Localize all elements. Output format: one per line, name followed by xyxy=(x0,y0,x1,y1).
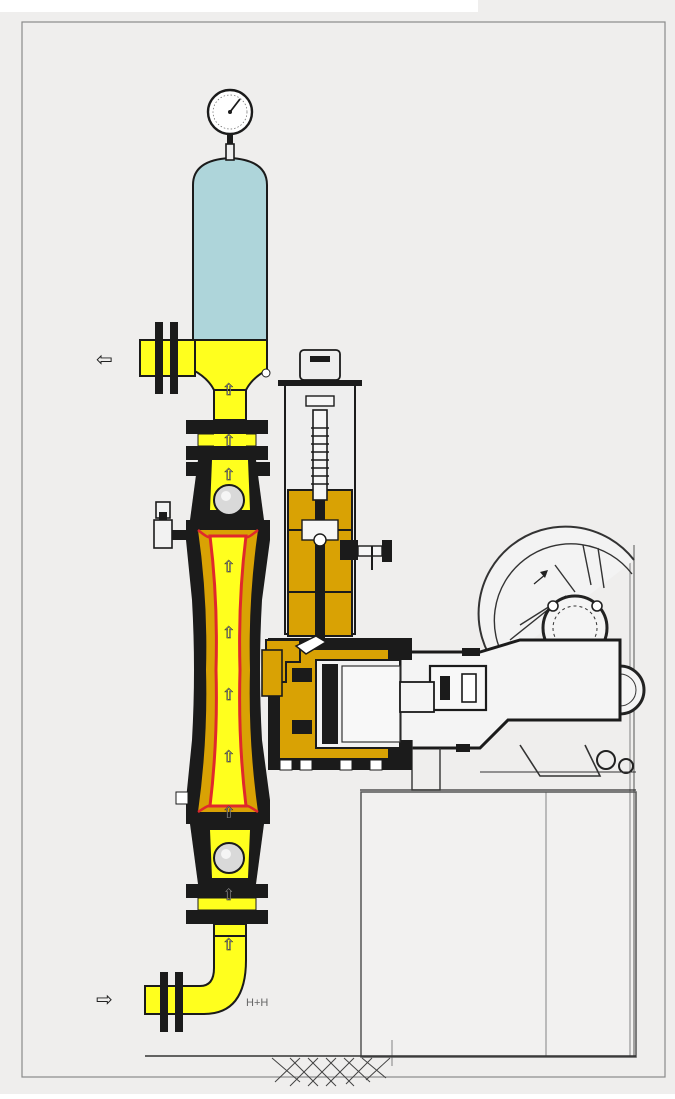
lower-valve-block xyxy=(186,824,268,939)
flow-arrow: ⇧ xyxy=(222,433,235,450)
flow-arrow: ⇧ xyxy=(222,467,235,484)
flow-arrow: ⇧ xyxy=(222,559,235,576)
outlet-arrow: ⇦ xyxy=(96,349,113,371)
flow-arrow: ⇧ xyxy=(222,687,235,704)
piston-cylinder xyxy=(268,638,435,771)
ground-hatching xyxy=(271,1057,391,1087)
pulsation-dampener xyxy=(192,143,271,391)
top-white-strip xyxy=(0,0,478,12)
vent-valve xyxy=(153,501,186,549)
crosshead-housing xyxy=(360,638,636,791)
weld-mark: H+H xyxy=(246,997,268,1009)
machine-base xyxy=(145,545,637,1066)
oil-reservoir xyxy=(265,349,392,683)
pressure-gauge xyxy=(206,88,254,144)
inlet-arrow: ⇨ xyxy=(96,989,113,1011)
diaphragm-housing xyxy=(175,520,283,824)
flow-arrow: ⇧ xyxy=(222,937,235,954)
flow-arrow: ⇧ xyxy=(222,749,235,766)
inlet-connection: ⇨ H+H xyxy=(96,935,268,1032)
flow-arrow: ⇧ xyxy=(222,887,235,904)
drawing-frame xyxy=(21,21,666,1078)
upper-valve-block xyxy=(186,389,270,520)
flow-arrow: ⇧ xyxy=(222,382,235,399)
flow-arrows: ⇧ ⇧ ⇧ ⇧ ⇧ ⇧ ⇧ ⇧ ⇧ ⇧ xyxy=(222,382,236,955)
flow-arrow: ⇧ xyxy=(222,805,235,822)
flow-arrow: ⇧ xyxy=(222,625,235,642)
outlet-connection: ⇦ xyxy=(96,322,196,394)
